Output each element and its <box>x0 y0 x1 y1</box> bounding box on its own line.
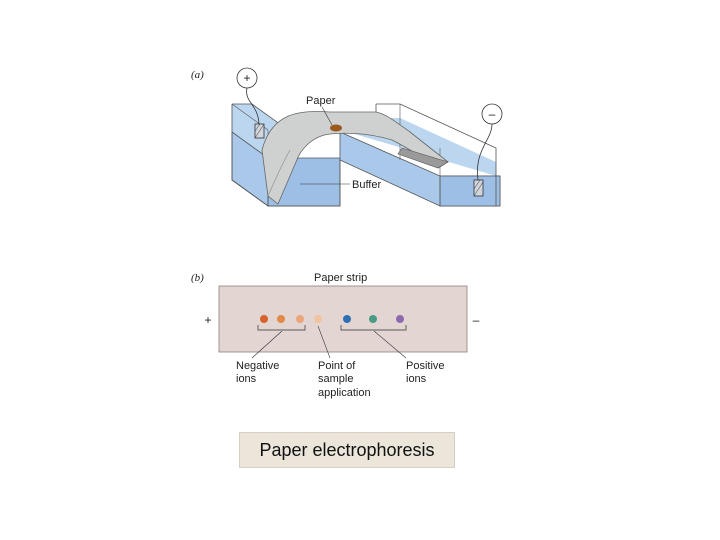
negative-terminal-symbol: – <box>489 107 496 121</box>
ion-spot-6 <box>369 315 377 323</box>
paper-label: Paper <box>306 95 336 107</box>
panel-a-label: (a) <box>191 69 204 81</box>
buffer-label: Buffer <box>352 179 381 191</box>
ion-spot-4 <box>314 315 322 323</box>
negative-terminal <box>481 103 503 125</box>
strip-negative-symbol: – <box>473 313 480 327</box>
origin-label-line3: application <box>318 387 371 399</box>
ion-spots <box>260 315 404 323</box>
ion-spot-5 <box>343 315 351 323</box>
caption: Paper electrophoresis <box>239 432 455 468</box>
panel-b-label: (b) <box>191 272 204 284</box>
positive-ions-label-line2: ions <box>406 373 427 385</box>
negative-ions-label-line1: Negative <box>236 360 279 372</box>
paper-strip-a <box>261 111 449 205</box>
ion-spot-1 <box>260 315 268 323</box>
positive-wire <box>246 87 260 125</box>
ion-spot-2 <box>277 315 285 323</box>
origin-label-line2: sample <box>318 373 353 385</box>
negative-wire <box>477 123 493 181</box>
positive-terminal-symbol: + <box>243 71 250 85</box>
positive-terminal <box>236 67 258 89</box>
positive-ions-label-line1: Positive <box>406 360 445 372</box>
sample-spot <box>330 124 342 132</box>
negative-ions-bracket <box>257 325 306 331</box>
ion-spot-3 <box>296 315 304 323</box>
paper-strip-label: Paper strip <box>314 272 367 284</box>
right-electrode <box>473 179 484 197</box>
ion-spot-7 <box>396 315 404 323</box>
positive-ions-bracket <box>340 325 407 331</box>
origin-label-line1: Point of <box>318 360 356 372</box>
negative-ions-label-line2: ions <box>236 373 257 385</box>
strip-positive-symbol: + <box>204 313 211 327</box>
